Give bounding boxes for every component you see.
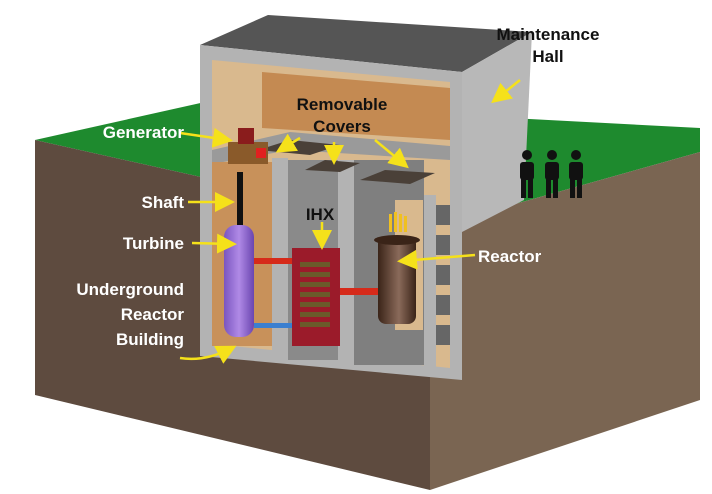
label-removable-covers-2: Covers bbox=[313, 117, 371, 136]
shaft bbox=[237, 172, 243, 227]
label-removable-covers-1: Removable bbox=[297, 95, 388, 114]
people-silhouettes-icon bbox=[520, 150, 583, 198]
removable-cover-2 bbox=[305, 160, 360, 172]
label-underground-3: Building bbox=[116, 330, 184, 349]
hot-pipe-1 bbox=[254, 258, 296, 264]
wall-2 bbox=[338, 160, 354, 365]
label-shaft: Shaft bbox=[142, 193, 185, 212]
generator bbox=[228, 142, 268, 164]
cold-pipe bbox=[254, 323, 296, 328]
generator-indicator bbox=[256, 148, 266, 158]
removable-cover-3 bbox=[360, 170, 435, 184]
generator-top bbox=[238, 128, 254, 144]
maintenance-hall-roof bbox=[200, 15, 532, 72]
hot-pipe-2 bbox=[340, 288, 382, 295]
maintenance-hall-side bbox=[462, 32, 532, 232]
label-maintenance-hall-2: Hall bbox=[532, 47, 563, 66]
soil-side bbox=[430, 152, 700, 490]
wall-3 bbox=[424, 195, 436, 370]
reactor-vessel bbox=[378, 236, 416, 324]
label-generator: Generator bbox=[103, 123, 185, 142]
reactor-control-rods bbox=[389, 212, 407, 232]
label-turbine: Turbine bbox=[123, 234, 184, 253]
label-underground-2: Reactor bbox=[121, 305, 185, 324]
stairwell-shelves bbox=[436, 205, 450, 345]
ihx-slots bbox=[300, 262, 330, 327]
turbine bbox=[224, 225, 254, 337]
label-ihx: IHX bbox=[306, 205, 335, 224]
hall-back-wall bbox=[262, 72, 450, 140]
reactor-flange bbox=[374, 235, 420, 245]
label-maintenance-hall-1: Maintenance bbox=[497, 25, 600, 44]
label-arrows bbox=[179, 79, 521, 364]
label-reactor: Reactor bbox=[478, 247, 542, 266]
label-underground-1: Underground bbox=[76, 280, 184, 299]
